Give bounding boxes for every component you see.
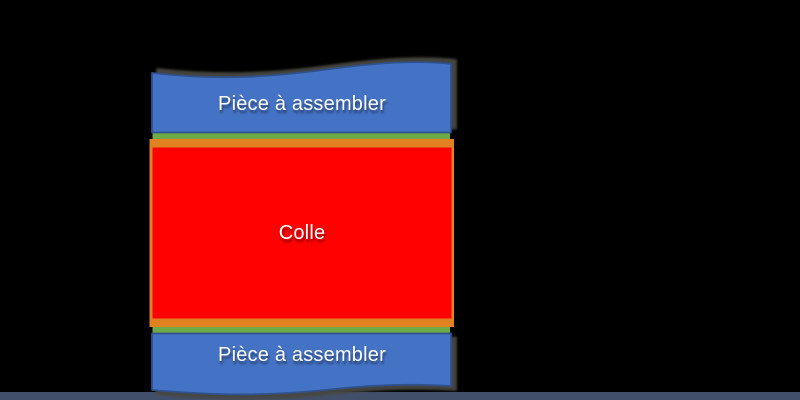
- top-piece-shape: [151, 61, 452, 134]
- top-piece-label: Pièce à assembler: [218, 93, 386, 115]
- bottom-piece-label: Pièce à assembler: [218, 344, 386, 366]
- bottom-edge-bar: [0, 392, 800, 400]
- glue-rect: [152, 147, 452, 319]
- glue-layer-stack: [149, 131, 454, 335]
- glue-label: Colle: [278, 222, 326, 244]
- bottom-piece-shape: [151, 332, 452, 396]
